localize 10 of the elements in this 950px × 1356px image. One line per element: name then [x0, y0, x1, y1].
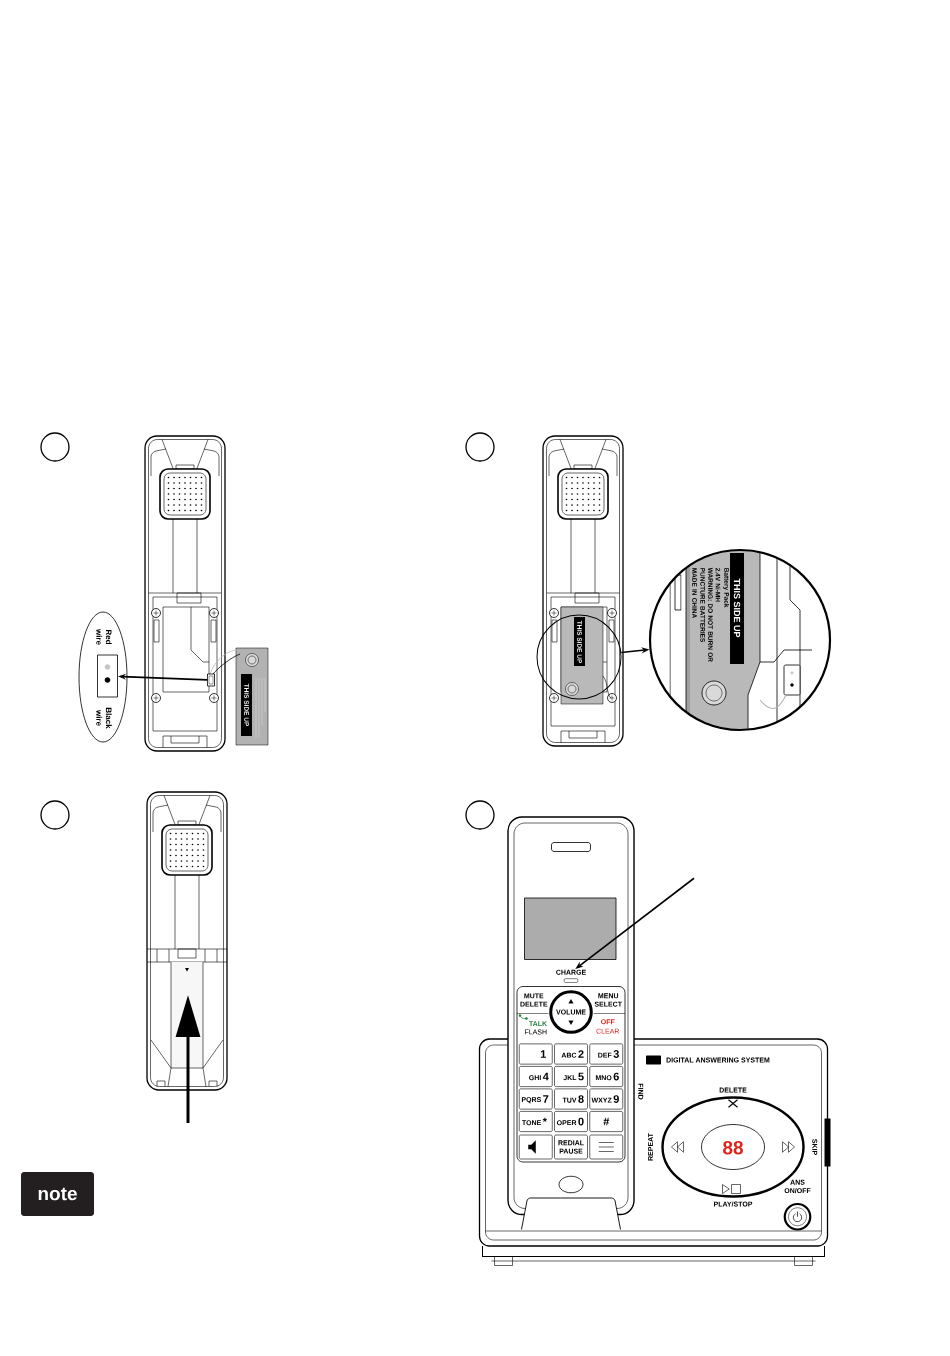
wire-label: Red wire: [96, 629, 112, 645]
keypad-key: #: [589, 1111, 624, 1132]
wire-label: Black wire: [96, 707, 112, 729]
wire-socket: [97, 654, 118, 698]
magnifier-circle: [536, 614, 622, 700]
label-text: THIS SIDE UP: [733, 578, 741, 638]
battery-connector: [207, 673, 215, 687]
note-badge: note: [21, 1172, 94, 1216]
keypad-key: 1: [518, 1043, 553, 1065]
led-display: 88: [701, 1124, 765, 1170]
